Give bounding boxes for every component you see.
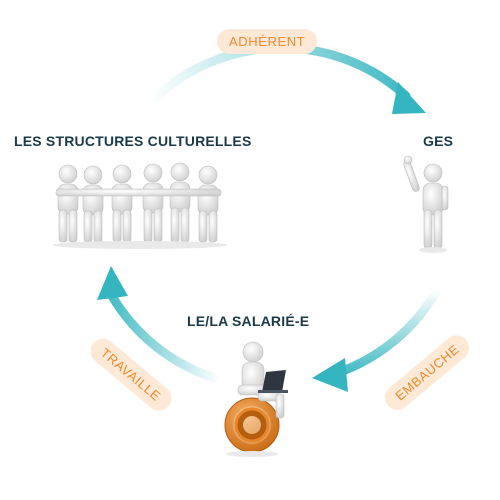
arrow-embauche: [335, 285, 442, 377]
node-structures-title: LES STRUCTURES CULTURELLES: [14, 133, 252, 149]
group-of-people-icon: [52, 162, 228, 249]
person-with-laptop-on-at-symbol-icon: [224, 341, 288, 457]
arrowhead-travaille: [97, 266, 128, 300]
node-salarie-title: LE/LA SALARIÉ-E: [187, 313, 310, 329]
waving-person-icon: [403, 155, 449, 253]
arrow-travaille: [107, 291, 220, 383]
node-ges-title: GES: [423, 133, 454, 149]
arrowhead-adherent: [392, 82, 426, 114]
arrowhead-embauche: [312, 358, 348, 392]
arrow-adherent: [150, 43, 411, 103]
edge-label-adherent: ADHÉRENT: [217, 29, 318, 54]
